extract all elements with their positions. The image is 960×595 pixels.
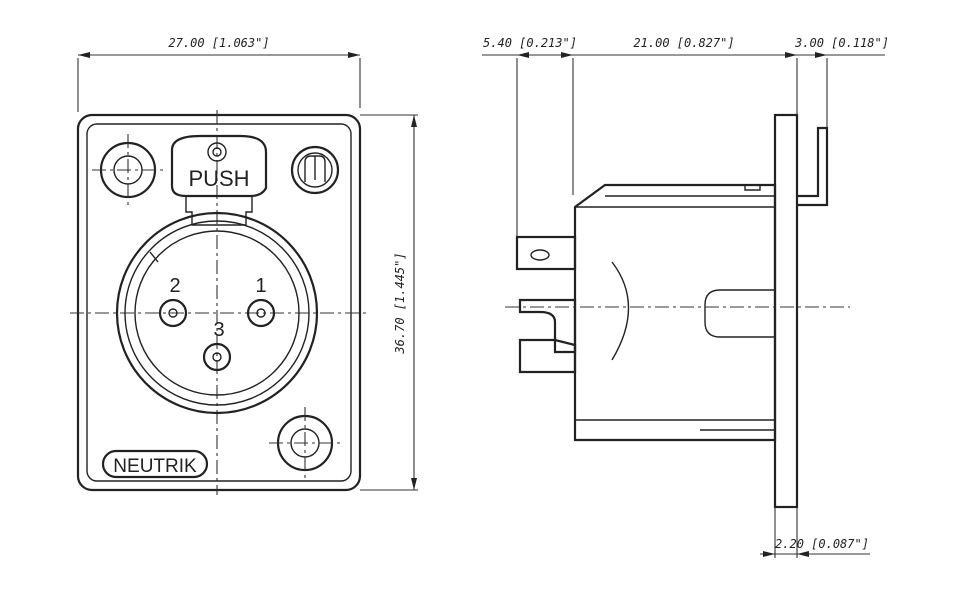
latch-curve [611,261,630,361]
pin-3: 3 [202,319,232,372]
brand-plate: NEUTRIK [101,449,209,479]
neutrik-logo-icon [290,145,340,195]
side-flange [773,113,799,509]
side-dim-flange-label: 2.20 [0.087"] [775,537,869,551]
pin-2-label: 2 [169,275,180,297]
push-latch: PUSH [170,134,268,226]
mounting-hole-bottom-right [269,407,341,479]
front-height-label: 36.70 [1.445"] [393,252,407,354]
pin-1: 1 [246,275,276,328]
contact-tube [704,289,775,338]
brand-label: NEUTRIK [113,456,197,477]
side-dim-left-label: 5.40 [0.213"] [483,36,577,50]
front-width-label: 27.00 [1.063"] [168,36,269,50]
side-dimension-left: 5.40 [0.213"] [482,36,577,58]
latch-tab [797,126,829,207]
solder-cup-middle [518,298,577,354]
front-view: 27.00 [1.063"] 36.70 [1.445"] [70,36,418,495]
housing-inner-outline [86,123,352,482]
side-dimension-body: 21.00 [0.827"] [573,36,797,58]
side-dimension-flange: 2.20 [0.087"] [760,507,870,558]
side-view: 5.40 [0.213"] 21.00 [0.827"] 3.00 [0.118… [482,36,889,558]
pin-3-label: 3 [213,319,224,341]
push-label: PUSH [188,166,249,191]
xlr-insert [115,211,319,415]
housing-outline [76,113,362,492]
mounting-hole-top-left [92,134,164,206]
side-body [573,183,777,442]
front-height-dimension: 36.70 [1.445"] [360,114,418,491]
pin-1-label: 1 [255,275,266,297]
solder-cup-bottom [518,338,577,374]
latch-knurl-icon [207,142,227,162]
solder-cup-top [515,235,577,271]
front-width-dimension: 27.00 [1.063"] [77,36,361,112]
pin-2: 2 [158,275,188,328]
side-dimension-right: 3.00 [0.118"] [794,36,889,58]
side-dim-right-label: 3.00 [0.118"] [794,36,889,50]
side-dim-body-label: 21.00 [0.827"] [633,36,734,50]
